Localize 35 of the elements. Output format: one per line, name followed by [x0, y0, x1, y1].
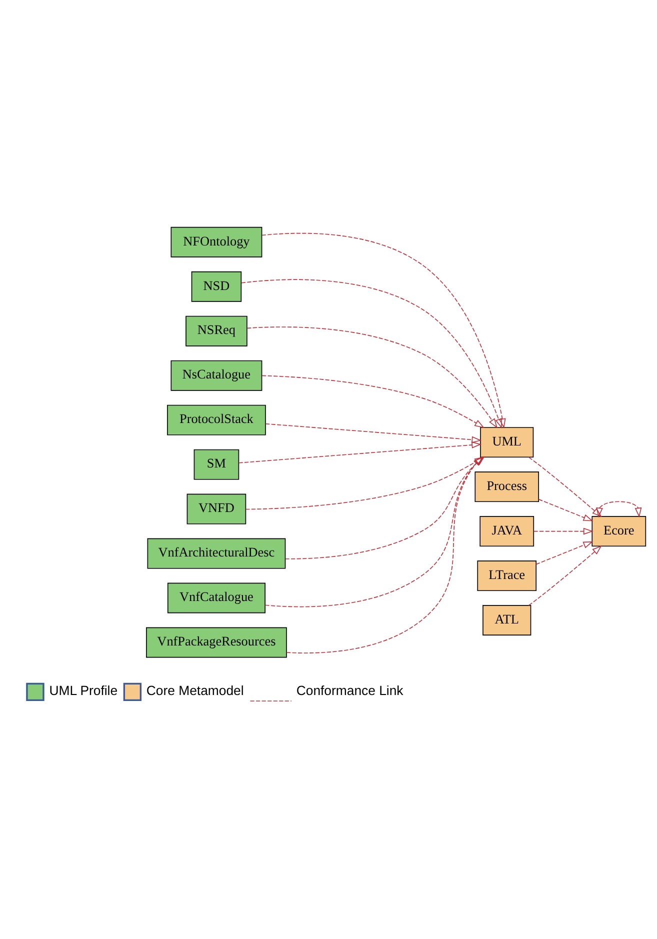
- arrow: [284, 456, 485, 560]
- node-box: JAVA: [480, 516, 534, 547]
- node-box: VnfPackageResources: [146, 627, 287, 658]
- node-box: SM: [194, 449, 240, 480]
- arrow: [246, 326, 498, 428]
- legend-label: Core Metamodel: [146, 683, 244, 698]
- arrow: [261, 232, 506, 428]
- node-box: NSD: [191, 271, 242, 302]
- node-box: VnfCatalogue: [167, 582, 266, 614]
- arrow: [245, 456, 484, 510]
- arrow: [536, 541, 594, 565]
- arrow: [533, 528, 594, 535]
- node-box: UML: [480, 427, 534, 458]
- arrow: [286, 456, 483, 654]
- legend-label: Conformance Link: [296, 683, 404, 698]
- node-box: VnfArchitecturalDesc: [147, 538, 286, 569]
- node-box: NSReq: [186, 316, 248, 346]
- node-box: Ecore: [592, 516, 646, 547]
- node-box: NFOntology: [170, 226, 262, 258]
- arrow: [265, 423, 482, 444]
- arrow: [538, 498, 594, 522]
- node-box: Process: [474, 472, 539, 502]
- node-box: ATL: [482, 605, 532, 636]
- node-box: ProtocolStack: [167, 404, 266, 436]
- arrow: [528, 456, 602, 518]
- node-box: NsCatalogue: [170, 360, 262, 391]
- arrow: [262, 375, 484, 428]
- arrow: [596, 501, 642, 518]
- arrow: [528, 545, 602, 606]
- node-box: VNFD: [186, 494, 246, 524]
- arrow: [241, 279, 502, 429]
- arrow: [238, 442, 482, 464]
- arrow: [264, 456, 484, 608]
- node-box: LTrace: [477, 560, 537, 592]
- legend-label: UML Profile: [49, 683, 118, 698]
